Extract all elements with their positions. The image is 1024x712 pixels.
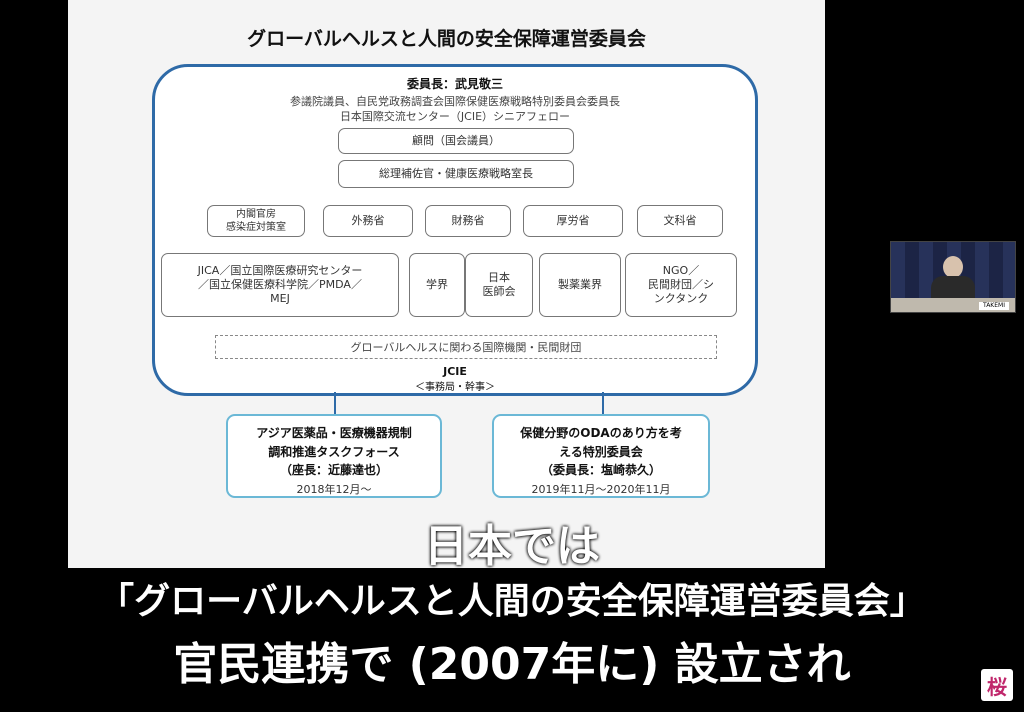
taskforce-line3: （座長：近藤達也） [228, 461, 440, 480]
advisor-box: 顧問（国会議員） [338, 128, 574, 154]
ministry-box-mext: 文科省 [637, 205, 723, 237]
presenter-video-thumbnail: TAKEMI [890, 241, 1016, 313]
ministry-line2: 感染症対策室 [226, 221, 286, 234]
taskforce-date: 2018年12月～ [228, 481, 440, 497]
org-box-pharma: 製薬業界 [539, 253, 621, 317]
ministry-box-cabinet: 内閣官房 感染症対策室 [207, 205, 305, 237]
taskforce-line1: 保健分野のODAのあり方を考 [494, 424, 708, 443]
jcie-role: ＜事務局・幹事＞ [155, 378, 755, 393]
taskforce-box-regulation: アジア医薬品・医療機器規制 調和推進タスクフォース （座長：近藤達也） 2018… [226, 414, 442, 498]
org-jica-line2: ／国立保健医療科学院／PMDA／ [198, 278, 362, 292]
connector-left [334, 392, 336, 414]
slide-title: グローバルヘルスと人間の安全保障運営委員会 [68, 24, 825, 51]
org-jma-line1: 日本 [488, 271, 510, 285]
org-jica-line3: MEJ [270, 292, 290, 306]
org-box-ngo: NGO／ 民間財団／シ ンクタンク [625, 253, 737, 317]
org-box-academia: 学界 [409, 253, 465, 317]
org-jma-line2: 医師会 [483, 285, 516, 299]
taskforce-line1: アジア医薬品・医療機器規制 [228, 424, 440, 443]
channel-logo-icon: 桜 [981, 669, 1013, 701]
ministry-line1: 内閣官房 [236, 208, 276, 221]
taskforce-line3: （委員長：塩崎恭久） [494, 461, 708, 480]
taskforce-box-oda: 保健分野のODAのあり方を考 える特別委員会 （委員長：塩崎恭久） 2019年1… [492, 414, 710, 498]
taskforce-date: 2019年11月～2020年11月 [494, 481, 708, 497]
org-ngo-line3: ンクタンク [654, 292, 709, 306]
ministry-box-mof: 財務省 [425, 205, 511, 237]
steering-committee-box: 委員長：武見敬三 参議院議員、自民党政務調査会国際保健医療戦略特別委員会委員長 … [152, 64, 758, 396]
presenter-nameplate: TAKEMI [979, 302, 1009, 310]
org-box-jma: 日本 医師会 [465, 253, 533, 317]
taskforce-line2: 調和推進タスクフォース [228, 443, 440, 462]
taskforce-line2: える特別委員会 [494, 443, 708, 462]
ministry-box-mofa: 外務省 [323, 205, 413, 237]
jcie-label: JCIE [155, 365, 755, 378]
presenter-head [943, 256, 963, 278]
ministry-box-mhlw: 厚労省 [523, 205, 623, 237]
org-ngo-line2: 民間財団／シ [648, 278, 714, 292]
international-orgs-box: グローバルヘルスに関わる国際機関・民間財団 [215, 335, 717, 359]
secretary-box: 総理補佐官・健康医療戦略室長 [338, 160, 574, 188]
caption-line2: 「グローバルヘルスと人間の安全保障運営委員会」 [0, 572, 1024, 624]
presentation-slide: グローバルヘルスと人間の安全保障運営委員会 委員長：武見敬三 参議院議員、自民党… [68, 0, 825, 568]
org-jica-line1: JICA／国立国際医療研究センター [198, 264, 363, 278]
connector-right [602, 392, 604, 414]
chair-name: 委員長：武見敬三 [155, 75, 755, 92]
caption-line3: 官民連携で (2007年に) 設立され [0, 628, 1024, 692]
org-box-jica: JICA／国立国際医療研究センター ／国立保健医療科学院／PMDA／ MEJ [161, 253, 399, 317]
caption-line1: 日本では [0, 510, 1024, 574]
chair-role-line1: 参議院議員、自民党政務調査会国際保健医療戦略特別委員会委員長 [155, 93, 755, 109]
chair-role-line2: 日本国際交流センター（JCIE）シニアフェロー [155, 108, 755, 124]
org-ngo-line1: NGO／ [663, 264, 699, 278]
